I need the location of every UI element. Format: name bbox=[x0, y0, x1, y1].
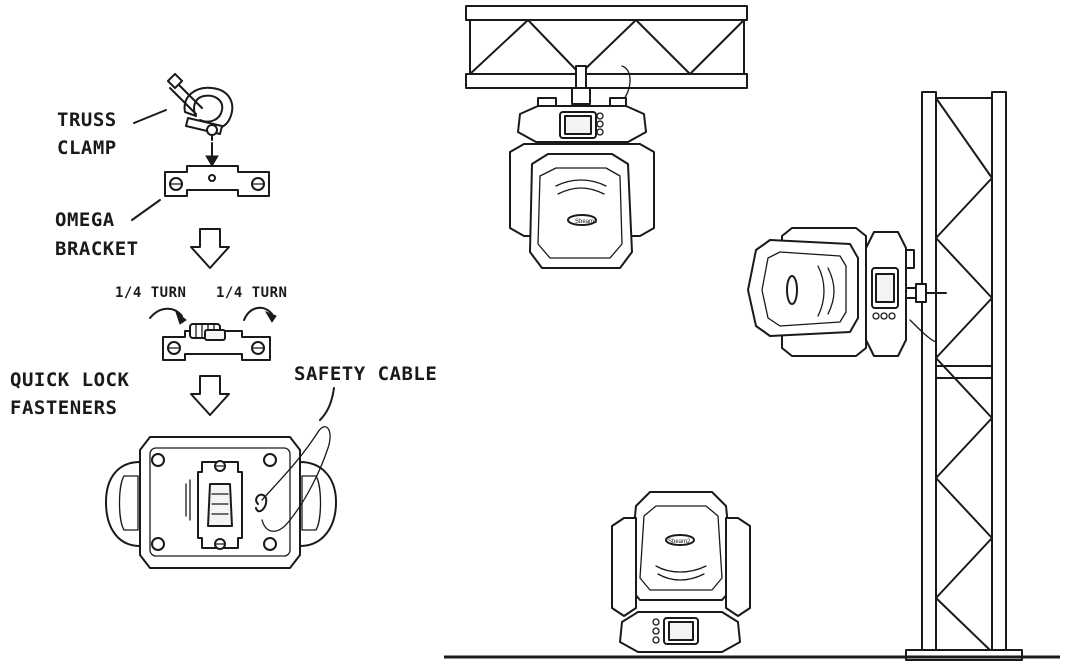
hollow-down-arrow-1 bbox=[190, 228, 230, 269]
horizontal-truss-drawing bbox=[465, 5, 748, 89]
floor-fixture-drawing bbox=[611, 491, 751, 653]
safety-cable-leader bbox=[319, 387, 335, 421]
floor-fixture-logo: Sbeam2 bbox=[668, 539, 691, 545]
side-mounted-fixture-drawing bbox=[747, 227, 947, 357]
vertical-truss-drawing bbox=[905, 91, 1023, 661]
truss-clamp-drawing bbox=[166, 72, 234, 141]
truss-clamp-leader bbox=[133, 109, 167, 124]
quick-lock-label-2: FASTENERS bbox=[10, 397, 117, 419]
truss-clamp-label-1: TRUSS bbox=[57, 109, 117, 131]
hollow-down-arrow-2 bbox=[190, 375, 230, 416]
truss-clamp-label-2: CLAMP bbox=[57, 137, 117, 159]
omega-bracket-drawing bbox=[164, 165, 270, 197]
omega-bracket-label-2: BRACKET bbox=[55, 238, 139, 260]
turn-label-right: 1/4 TURN bbox=[216, 285, 287, 301]
rotation-arrow-left-icon bbox=[149, 307, 187, 325]
turn-label-left: 1/4 TURN bbox=[115, 285, 186, 301]
rotation-arrow-right-icon bbox=[243, 306, 277, 323]
omega-bracket-leader bbox=[131, 199, 161, 221]
fixture-bottom-view-drawing bbox=[105, 426, 337, 569]
hanging-fixture-drawing: Sbeam2 bbox=[509, 65, 655, 269]
omega-bracket-with-fasteners-drawing bbox=[162, 323, 271, 361]
quick-lock-label-1: QUICK LOCK bbox=[10, 369, 129, 391]
safety-cable-label: SAFETY CABLE bbox=[294, 363, 437, 385]
omega-bracket-label-1: OMEGA bbox=[55, 209, 115, 231]
hanging-fixture-logo: Sbeam2 bbox=[575, 219, 598, 225]
down-arrow-small bbox=[205, 142, 219, 167]
